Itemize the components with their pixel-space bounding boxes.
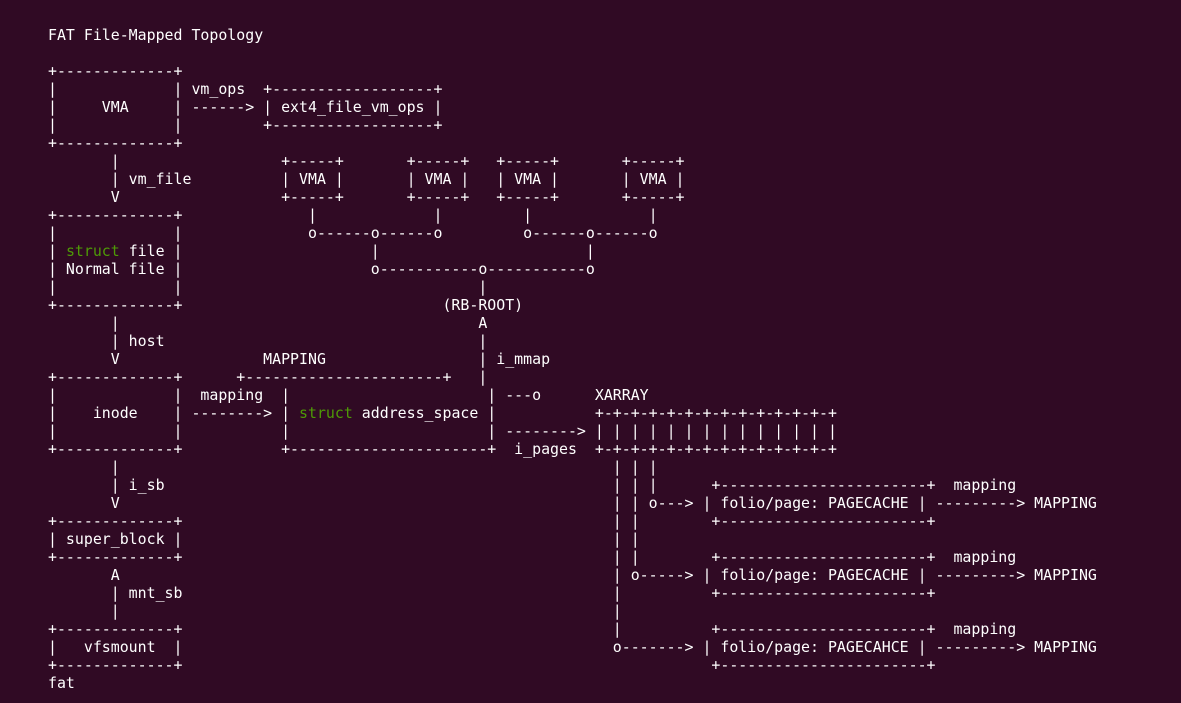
file-box-row: | | | xyxy=(48,278,488,296)
rb-vma-boxes-label: | vm_file | VMA | | VMA | | VMA | | VMA … xyxy=(48,170,685,188)
vma-box-label: | VMA | ------> | ext4_file_vm_ops | xyxy=(48,98,443,116)
vma-box-vm-ops-edge: | | vm_ops +------------------+ xyxy=(48,80,443,98)
xarray-title: | | mapping | | ---o XARRAY xyxy=(48,386,649,404)
folio-3-top: +-------------+ | +---------------------… xyxy=(48,620,1017,638)
rb-tree-level-2: | Normal file | o-----------o-----------… xyxy=(48,260,595,278)
rb-root-label: +-------------+ (RB-ROOT) xyxy=(48,296,524,314)
inode-box-top: +-------------+ +----------------------+… xyxy=(48,368,488,386)
ascii-diagram: FAT File-Mapped Topology+-------------+|… xyxy=(48,26,1097,692)
vma-box-bottom: +-------------+ xyxy=(48,134,183,152)
inode-box-bottom: +-------------+ +----------------------+… xyxy=(48,440,837,458)
diagram-line: | A xyxy=(48,314,488,332)
rb-tree-level-1: | | o------o------o o------o------o xyxy=(48,224,658,242)
inode-address-space-row: | inode | --------> | struct address_spa… xyxy=(48,404,837,422)
folio-1-top: | i_sb | | | +-----------------------+ m… xyxy=(48,476,1017,494)
super-block-top: +-------------+ | | +-------------------… xyxy=(48,512,936,530)
folio-2-label: A | o-----> | folio/page: PAGECACHE | --… xyxy=(48,566,1097,584)
xarray-cells: | | | | --------> | | | | | | | | | | | … xyxy=(48,422,837,440)
folio-2-top: +-------------+ | | +-------------------… xyxy=(48,548,1017,566)
diagram-footer: fat xyxy=(48,674,75,692)
diagram-line: | | | | xyxy=(48,458,658,476)
keyword-struct: struct xyxy=(65,242,120,260)
keyword-struct: struct xyxy=(299,404,353,422)
folio-3-label: | vfsmount | o-------> | folio/page: PAG… xyxy=(48,638,1097,656)
file-box-struct-file: | struct file | | | xyxy=(48,242,595,260)
rb-vma-boxes-bottom: V +-----+ +-----+ +-----+ +-----+ xyxy=(48,188,685,206)
vma-box-row: | | +------------------+ xyxy=(48,116,443,134)
vfsmount-box-bottom: +-------------+ +-----------------------… xyxy=(48,656,936,674)
rb-vma-boxes-top: | +-----+ +-----+ +-----+ +-----+ xyxy=(48,152,685,170)
super-block-label: | super_block | | | xyxy=(48,530,640,548)
folio-1-label: V | | o---> | folio/page: PAGECACHE | --… xyxy=(48,494,1097,512)
mapping-title: V MAPPING | i_mmap xyxy=(48,350,551,368)
diagram-line: | | xyxy=(48,602,622,620)
mnt-sb-edge: | mnt_sb | +-----------------------+ xyxy=(48,584,936,602)
host-edge: | host | xyxy=(48,332,488,350)
vma-box-top: +-------------+ xyxy=(48,62,183,80)
file-box-top: +-------------+ | | | | xyxy=(48,206,658,224)
diagram-title: FAT File-Mapped Topology xyxy=(48,26,264,44)
diagram-line xyxy=(48,44,1097,62)
